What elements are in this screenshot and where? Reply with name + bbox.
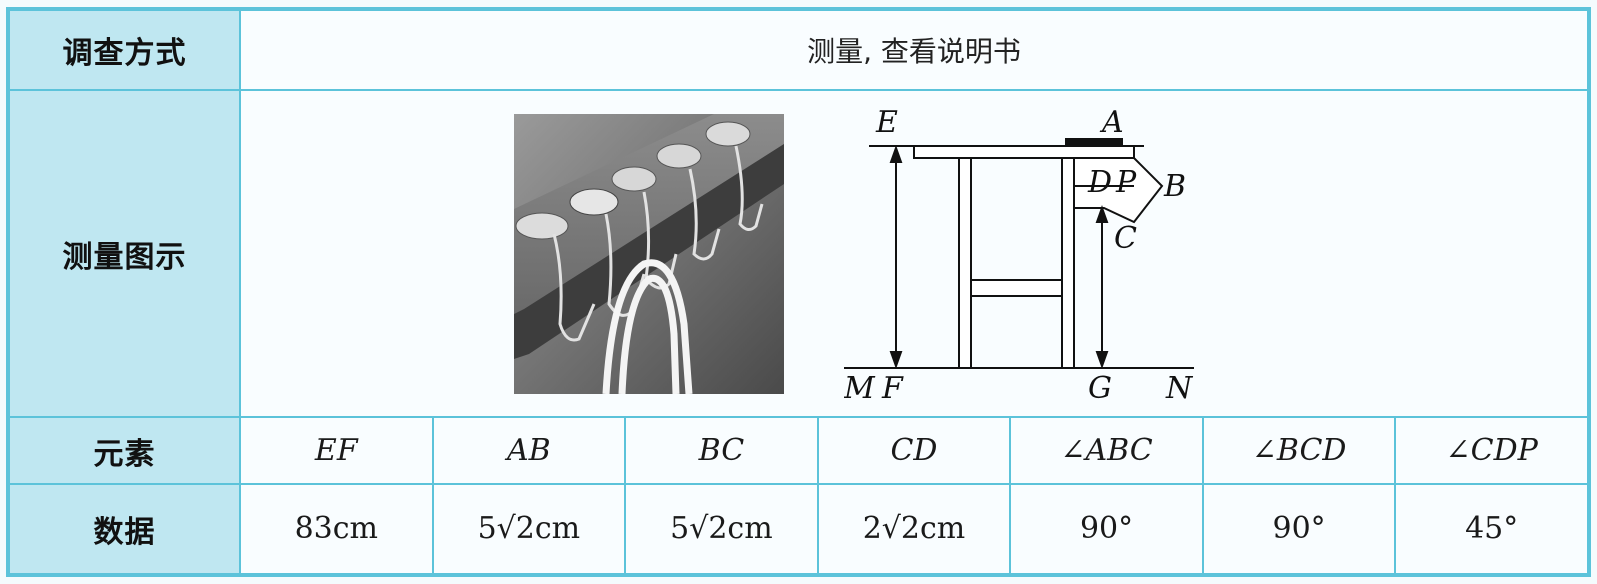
survey-sheet: 调查方式 测量, 查看说明书 测量图示 [6,7,1591,577]
data-label: 数据 [8,482,241,576]
element-cell: ∠ABC [1009,416,1204,485]
element-cell: AB [431,416,627,485]
label-P: P [1115,165,1137,200]
label-E: E [875,105,898,140]
data-cell: 90° [1009,482,1204,576]
data-cell: 90° [1201,482,1397,576]
data-cell: 5√2cm [624,482,819,576]
element-cell: CD [816,416,1012,485]
figure-cell: E A D P B C M F G N [239,89,1589,419]
label-M: M [844,371,876,404]
data-cell: 2√2cm [816,482,1012,576]
label-N: N [1165,371,1194,404]
label-A: A [1099,105,1124,140]
data-row: 数据 83cm 5√2cm 5√2cm 2√2cm 90° 90° 45° [8,482,1589,576]
measurement-diagram: E A D P B C M F G N [844,105,1194,404]
data-cell: 5√2cm [431,482,627,576]
desk-hook-photo [514,113,784,394]
elements-row: 元素 EF AB BC CD ∠ABC ∠BCD ∠CDP [8,416,1589,485]
figure-label: 测量图示 [8,89,241,419]
label-G: G [1088,371,1112,404]
data-cell: 45° [1394,482,1589,576]
label-D: D [1087,165,1112,200]
elements-label: 元素 [8,416,241,485]
label-C: C [1114,221,1137,256]
photo-illustration [514,113,784,394]
label-F: F [881,371,904,404]
element-cell: BC [624,416,819,485]
method-row: 调查方式 测量, 查看说明书 [8,8,1589,92]
label-B: B [1163,169,1186,204]
survey-table: 调查方式 测量, 查看说明书 测量图示 [8,8,1589,576]
element-cell: ∠CDP [1394,416,1589,485]
figure-row: 测量图示 [8,89,1589,419]
method-label: 调查方式 [8,8,241,92]
element-cell: EF [239,416,434,485]
element-cell: ∠BCD [1201,416,1397,485]
data-cell: 83cm [239,482,434,576]
method-value: 测量, 查看说明书 [239,8,1589,92]
